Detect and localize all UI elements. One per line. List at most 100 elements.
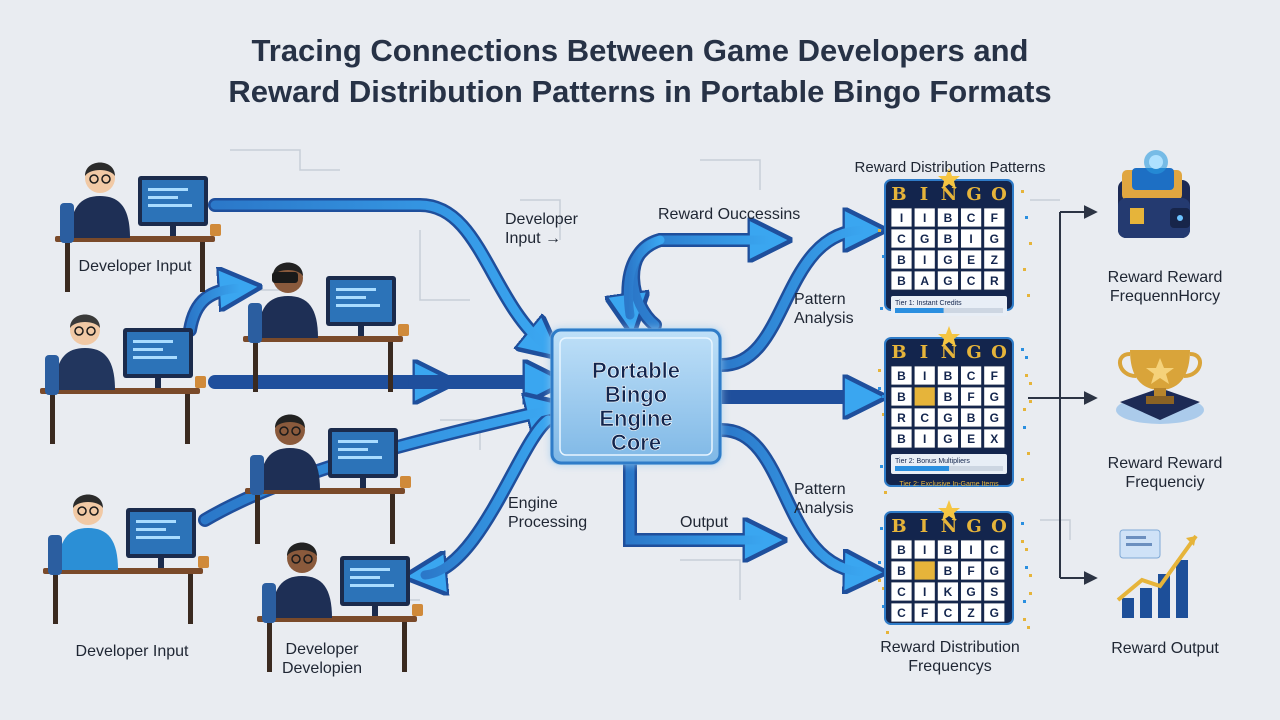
confetti [886, 631, 889, 634]
bingo-cell-letter: G [990, 232, 999, 246]
bingo-cell [960, 581, 982, 602]
bingo-cell-letter: I [923, 211, 926, 225]
bingo-cell [983, 428, 1006, 449]
bingo-cell [913, 386, 936, 407]
developer-figures [40, 162, 423, 672]
bingo-title-letter: I [920, 342, 928, 363]
confetti [1029, 574, 1032, 577]
confetti [1025, 216, 1028, 219]
bingo-cell [937, 560, 959, 581]
engine-processing-label: Engine Processing [508, 495, 588, 531]
bingo-cell [937, 407, 959, 428]
output-bracket [1028, 205, 1098, 585]
bingo-title-letter: G [966, 516, 981, 537]
pattern-analysis-label-2: Pattern Analysis [794, 481, 854, 517]
bingo-cell-letter: B [897, 369, 906, 383]
bingo-cell [913, 270, 936, 291]
confetti [878, 229, 881, 232]
bingo-cell-letter: G [943, 274, 952, 288]
confetti [878, 561, 881, 564]
developer-at-desk-icon [40, 314, 206, 444]
bingo-cell-letter: G [943, 253, 952, 267]
bingo-cell-letter: C [967, 369, 976, 383]
bingo-title-letter: I [920, 184, 928, 205]
bingo-cell-letter: B [897, 390, 906, 404]
confetti [1025, 548, 1028, 551]
output-flow-arrows [628, 230, 865, 572]
confetti [878, 369, 881, 372]
developer-input-flow-label: Developer Input → [505, 211, 578, 247]
bingo-cell-letter: I [969, 232, 972, 246]
bingo-cell [960, 560, 982, 581]
confetti [880, 307, 883, 310]
confetti [1021, 348, 1024, 351]
bingo-cell-letter: G [920, 232, 929, 246]
bingo-cell [913, 207, 936, 228]
bingo-cell [890, 207, 913, 228]
bingo-cell [913, 249, 936, 270]
bingo-cell [913, 365, 936, 386]
output-label-3: Reward Output [1111, 640, 1219, 657]
bingo-cell [937, 365, 959, 386]
confetti [878, 579, 881, 582]
bingo-cell [960, 249, 982, 270]
bingo-cell-letter: F [991, 369, 998, 383]
bingo-cell [890, 386, 913, 407]
bingo-title-letter: B [891, 342, 906, 363]
bingo-cell-letter: I [923, 585, 926, 599]
bingo-cell-letter: E [967, 432, 975, 446]
bingo-cell-letter: F [967, 564, 974, 578]
bingo-title-letter: N [941, 184, 957, 205]
patterns-header: Reward Distribution Patterns [854, 159, 1046, 176]
bingo-cell-letter: C [897, 232, 906, 246]
bingo-cell [960, 365, 982, 386]
bingo-cell [937, 228, 959, 249]
bingo-cell [937, 207, 959, 228]
bingo-cell [983, 581, 1006, 602]
tier-label: Tier 2: Bonus Multipliers [895, 458, 970, 465]
bingo-cell-letter: E [967, 253, 975, 267]
bingo-cell-letter: G [990, 564, 999, 578]
confetti [1023, 618, 1026, 621]
confetti [1023, 408, 1026, 411]
developer-label-5: Developer Input [75, 643, 189, 660]
confetti [882, 395, 885, 398]
confetti [1021, 478, 1024, 481]
confetti [1027, 626, 1030, 629]
bingo-cell-letter: B [944, 369, 953, 383]
bingo-bottom-label: Reward Distribution Frequencys [880, 639, 1020, 675]
bingo-cell-letter: B [944, 211, 953, 225]
bingo-cell [913, 407, 936, 428]
bingo-cell-letter: G [990, 606, 999, 620]
bingo-cell [983, 386, 1006, 407]
bingo-cell [890, 407, 913, 428]
bingo-cell [913, 228, 936, 249]
bingo-cell [890, 581, 913, 602]
bingo-cell-letter: I [900, 211, 903, 225]
bingo-cell-letter: C [897, 585, 906, 599]
bingo-cell-letter: R [897, 411, 906, 425]
bingo-cell [960, 228, 982, 249]
developer-at-desk-icon [43, 494, 209, 624]
bingo-title-letter: B [891, 516, 906, 537]
bingo-cell-letter: G [943, 432, 952, 446]
growth-chart-icon [1116, 529, 1198, 618]
bingo-cell-letter: I [923, 369, 926, 383]
bingo-cell [983, 249, 1006, 270]
confetti [882, 605, 885, 608]
bingo-cell [913, 602, 936, 623]
pattern-analysis-label-1: Pattern Analysis [794, 291, 854, 327]
bingo-cell-letter: S [990, 585, 998, 599]
confetti [882, 255, 885, 258]
output-label: Output [680, 514, 729, 531]
bingo-cell-letter: C [967, 274, 976, 288]
confetti [880, 465, 883, 468]
bingo-cell-letter: G [966, 585, 975, 599]
bingo-cell [937, 539, 959, 560]
